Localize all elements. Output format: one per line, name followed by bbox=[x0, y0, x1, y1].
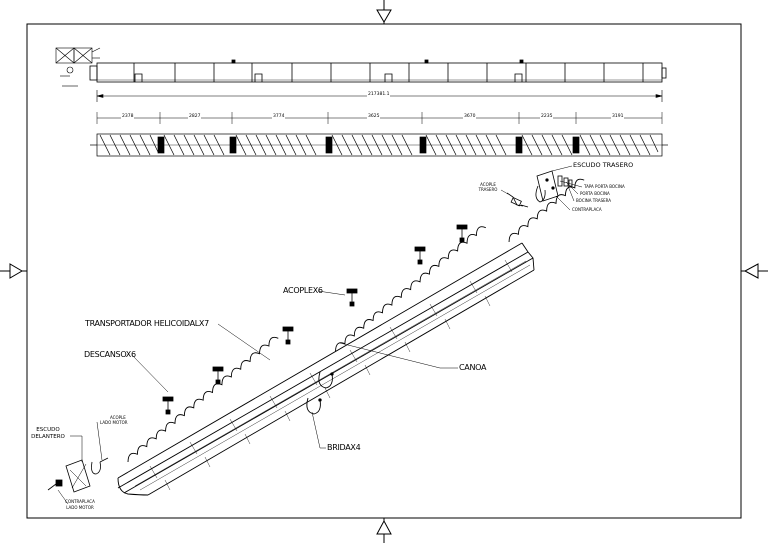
leader-lines bbox=[57, 165, 583, 505]
label-acople-lado-motor-line2: LADO MOTOR bbox=[100, 420, 128, 425]
label-porta-bocina: PORTA BOCINA bbox=[580, 191, 610, 196]
label-escudo-delantero-line1: ESCUDO bbox=[36, 427, 60, 433]
segment-dimension-1: 2378 bbox=[121, 114, 135, 120]
label-bocina-trasera: BOCINA TRASERA bbox=[576, 198, 612, 203]
segment-dimension-5: 3670 bbox=[463, 114, 477, 120]
center-mark-bottom bbox=[376, 518, 392, 543]
front-end-assembly bbox=[47, 457, 109, 493]
detail-block bbox=[55, 47, 101, 87]
label-escudo-delantero-line2: DELANTERO bbox=[31, 433, 65, 440]
segment-dimension-7: 3191 bbox=[611, 114, 625, 120]
center-mark-top bbox=[376, 0, 392, 24]
segment-dimension-3: 3774 bbox=[272, 114, 286, 120]
center-mark-left bbox=[0, 263, 27, 279]
center-mark-right bbox=[741, 263, 768, 279]
trough-isometric bbox=[117, 242, 535, 496]
label-acople-lado-motor: ACOPLE LADO MOTOR bbox=[100, 416, 128, 425]
trough-elevation bbox=[89, 59, 667, 83]
helical-screw bbox=[127, 178, 585, 463]
label-escudo-delantero: ESCUDO DELANTERO bbox=[26, 427, 70, 440]
flanges bbox=[306, 371, 334, 415]
screw-conveyor-plan bbox=[90, 133, 668, 157]
segment-dimension-4: 3625 bbox=[367, 114, 381, 120]
label-acople-trasero-line1: ACOPLE bbox=[480, 182, 496, 187]
hanger-bearings bbox=[162, 224, 468, 415]
segment-dimension-2: 2827 bbox=[188, 114, 202, 120]
label-acople-trasero: ACOPLE TRASERO bbox=[474, 183, 502, 192]
drawing-frame bbox=[26, 23, 742, 519]
label-brida-x4: BRIDAX4 bbox=[327, 443, 361, 452]
label-acople-trasero-line2: TRASERO bbox=[478, 187, 498, 192]
label-contraplaca: CONTRAPLACA bbox=[572, 207, 602, 212]
label-contraplaca-lado-motor: CONTRAPLACA LADO MOTOR bbox=[58, 500, 102, 510]
segment-dimension-6: 2235 bbox=[540, 114, 554, 120]
label-acople-x6: ACOPLEX6 bbox=[283, 286, 323, 295]
label-tapa-porta-bocina: TAPA PORTA BOCINA bbox=[584, 184, 625, 189]
rear-end-assembly bbox=[506, 170, 573, 208]
label-acople-lado-motor-line1: ACOPLE bbox=[110, 415, 126, 420]
label-contraplaca-lado-motor-line2: LADO MOTOR bbox=[66, 505, 94, 510]
label-canoa: CANOA bbox=[459, 363, 487, 372]
label-transportador: TRANSPORTADOR HELICOIDALX7 bbox=[85, 319, 209, 328]
label-descanso-x6: DESCANSOX6 bbox=[84, 350, 136, 359]
label-contraplaca-lado-motor-line1: CONTRAPLACA bbox=[65, 499, 95, 504]
label-escudo-trasero: ESCUDO TRASERO bbox=[573, 161, 634, 169]
overall-dimension-label: 217381.1 bbox=[367, 92, 391, 98]
